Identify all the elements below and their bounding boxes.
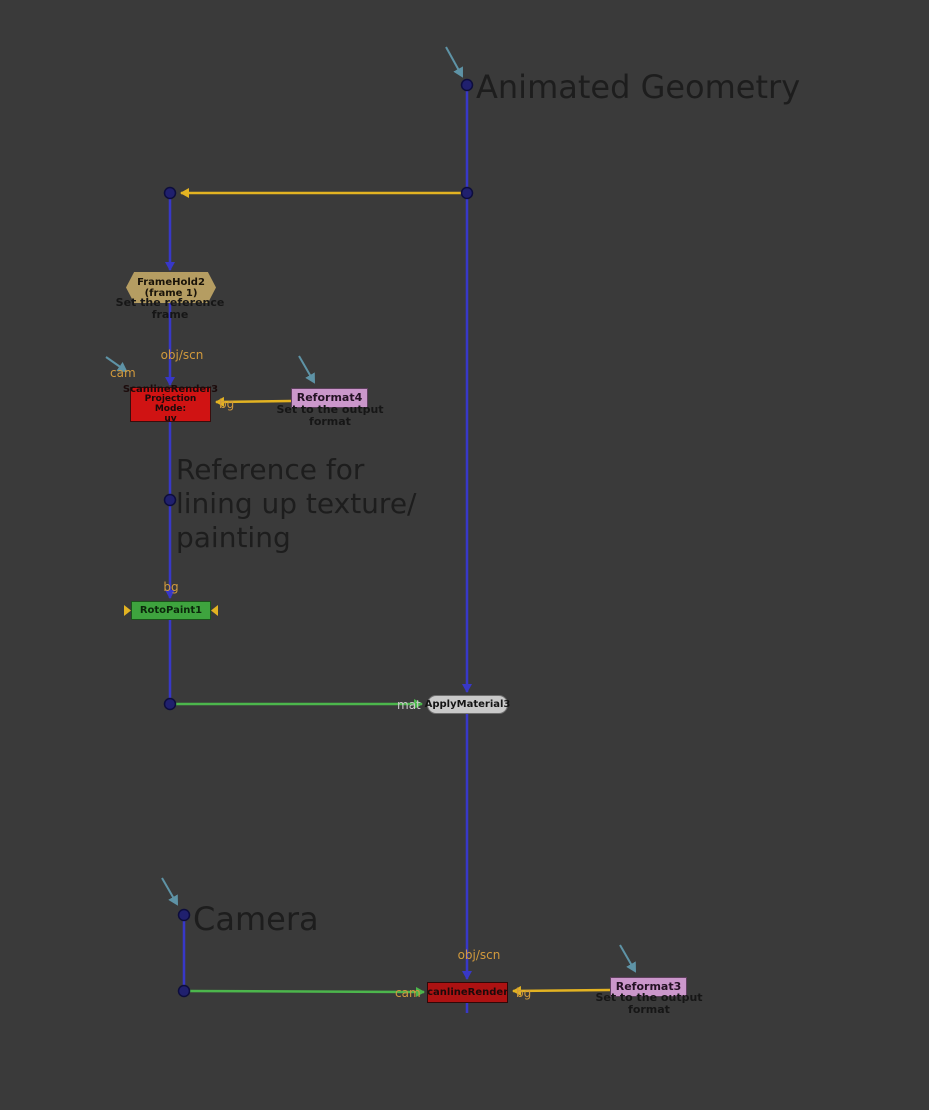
annotation-arrow-reformat3-icon [619,944,636,973]
note-reformat3: Set to the output format [595,991,703,1017]
rotopaint-right-input-arrow-icon [211,605,218,616]
node-framehold2-subtitle: (frame 1) [144,287,198,299]
pipe-label-objscn-top: obj/scn [160,348,204,362]
node-reformat3-title: Reformat3 [615,979,682,993]
node-scanlinerender1-title: ScanlineRender1 [427,987,508,998]
node-framehold2-title: FrameHold2 [137,276,205,288]
pipe-label-mat: mat [397,698,421,712]
annotation-arrow-camera-icon [161,877,178,906]
pipe-label-bg-top: bg [219,397,235,411]
annotation-reference-line2: lining up texture/ [176,487,417,520]
note-reformat4: Set to the output format [276,403,384,429]
rotopaint-left-input-arrow-icon [124,605,131,616]
pipe-label-bg-mid: bg [163,580,179,594]
node-framehold2[interactable]: FrameHold2 (frame 1) [126,272,216,303]
node-scanlinerender3[interactable]: ScanlineRender3 Projection Mode: uv [123,384,218,424]
node-applymaterial3[interactable]: ApplyMaterial3 [424,695,511,714]
pipe-reformat3-to-scanline[interactable] [512,985,611,996]
dot-node-mat[interactable] [163,697,177,711]
annotation-arrow-cam-icon [105,356,128,373]
annotation-reference-line3: painting [176,521,291,554]
annotation-arrow-reformat4-icon [298,355,315,384]
node-scanlinerender1[interactable]: ScanlineRender1 [427,982,508,1003]
pipe-label-cam-bottom: cam [395,986,421,1000]
dot-node-animated-geometry[interactable] [460,78,474,92]
pipe-label-cam-top: cam [110,366,136,380]
annotation-arrow-animated-geometry-icon [445,46,463,78]
node-scanlinerender3-line3: uv [164,413,177,424]
pipe-cam-to-scanline[interactable] [183,986,425,997]
dot-node-branch-left[interactable] [163,186,177,200]
node-applymaterial3-title: ApplyMaterial3 [424,699,511,710]
pipe-reformat4-to-scanline3[interactable] [215,396,292,407]
node-scanlinerender3-title: ScanlineRender3 [122,384,219,396]
note-framehold2: Set the reference frame [115,296,225,322]
pipe-label-bg-bottom: bg [516,986,532,1000]
node-reformat4[interactable]: Reformat4 [291,388,368,408]
node-scanlinerender3-line2: Projection Mode: [144,394,197,415]
dot-node-camera[interactable] [177,908,191,922]
dot-node-cam-branch[interactable] [177,984,191,998]
annotation-camera: Camera [193,900,319,938]
annotation-animated-geometry: Animated Geometry [476,68,801,106]
dot-node-reference[interactable] [163,493,177,507]
node-rotopaint1[interactable]: RotoPaint1 [131,601,211,620]
node-reformat4-title: Reformat4 [296,390,363,404]
annotation-reference-line1: Reference for [176,453,365,486]
annotation-reference: Reference for lining up texture/ paintin… [176,453,446,555]
node-rotopaint1-title: RotoPaint1 [139,605,203,616]
pipe-label-objscn-bottom: obj/scn [457,948,501,962]
dot-node-branch-main[interactable] [460,186,474,200]
node-reformat3[interactable]: Reformat3 [610,977,687,997]
